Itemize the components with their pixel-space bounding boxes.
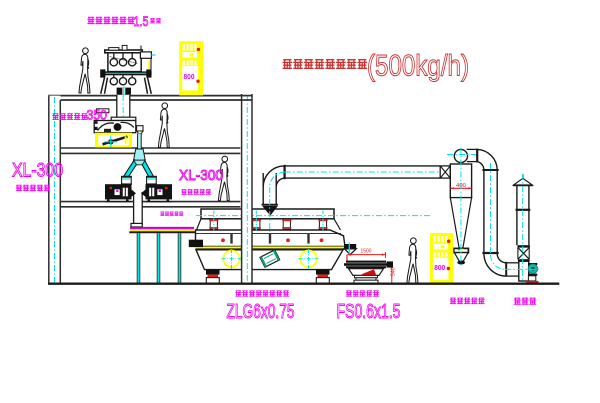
svg-text:ZLG6x0.75: ZLG6x0.75: [227, 301, 295, 323]
svg-text:350: 350: [87, 107, 108, 123]
svg-text:(500kg/h): (500kg/h): [367, 49, 469, 82]
svg-text:800: 800: [434, 263, 445, 272]
svg-text:XL-300: XL-300: [179, 168, 223, 184]
svg-text:800: 800: [184, 72, 195, 81]
svg-text:1500: 1500: [361, 249, 372, 255]
svg-text:XL-300: XL-300: [12, 160, 63, 181]
svg-text:1.5: 1.5: [134, 13, 149, 29]
svg-text:FS0.6x1.5: FS0.6x1.5: [337, 301, 401, 323]
svg-text:540: 540: [391, 267, 397, 276]
